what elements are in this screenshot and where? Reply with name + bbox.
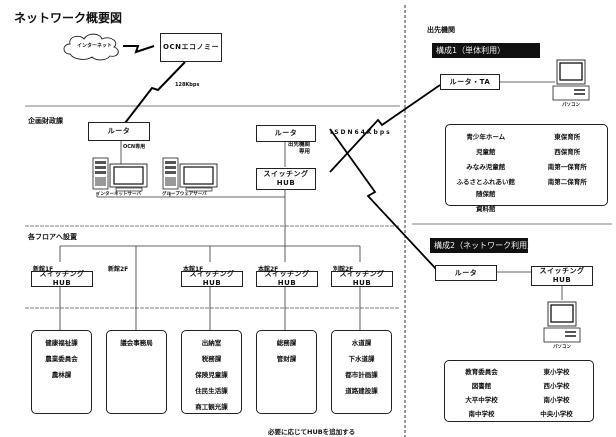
router-branch: ルータ [256,125,316,142]
internet-server-label: インターネットサーバ [96,192,141,197]
ocn-only-label: OCN専用 [123,144,146,150]
isdn-link-config2 [329,128,438,271]
sites-column-right: 東小学校 西小学校 南小学校 中央小学校 [540,368,573,418]
department-box: 出納室 税務課 保険児童課 住民生活課 商工観光課 [181,330,242,414]
config2-switching-hub: スイッチング HUB [531,266,593,286]
internet-cloud: インターネット [60,30,124,62]
sites-column-left: 教育委員会 図書館 大平中学校 南中学校 [465,368,498,418]
config2-router: ルータ [435,265,497,281]
department-box: 総務課 管財課 [256,330,317,414]
config1-sites-box: 青少年ホーム 児童館 みなみ児童館 ふるさとふれあい館 随保館 資料館 東保育所… [445,124,608,213]
page-title: ネットワーク概要図 [14,11,123,25]
department-box: 議会事務局 [106,330,167,414]
section-branch: 出先機関 [427,26,455,34]
config2-sites-box: 教育委員会 図書館 大平中学校 南中学校 東小学校 西小学校 南小学校 中央小学… [444,360,594,422]
cloud-icon [63,33,119,61]
floor-label: 新館2F [108,266,129,273]
groupware-server-label: グループウェアサーバ [162,192,207,197]
sites-column-left: 青少年ホーム 児童館 みなみ児童館 ふるさとふれあい館 随保館 資料館 [456,133,516,213]
floor-hub: スイッチング HUB [31,270,93,287]
footer-note: 必要に応じてHUBを追加する [268,428,356,436]
department-box: 水道課 下水道課 都市計画課 道路建設課 [331,330,392,414]
desktop-computer-icon [543,301,581,343]
section-floors: 各フロアへ設置 [28,233,77,241]
config2-pc-label: パソコン [553,345,571,350]
config1-pc-label: パソコン [562,103,580,108]
floor-label: 別館2F [333,266,354,273]
section-kikaku: 企画財政課 [28,117,63,125]
router-ocn: ルータ [88,122,150,141]
config1-pc: パソコン [551,58,591,110]
floor-hub: スイッチング HUB [181,270,243,287]
ocn-label: OCNエコノミー [163,43,219,52]
groupware-server: グループウェアサーバ [162,156,222,197]
link-speed-isdn: ISDN64Kbps [330,129,392,136]
config1-banner: 構成1（単体利用） [432,43,540,58]
config2-pc: パソコン [542,300,582,352]
department-box: 健康福祉課 農業委員会 農林課 [31,330,92,414]
floor-label: 新館1F [33,266,54,273]
floor-hub: スイッチング HUB [331,270,393,287]
isdn-link-config1 [329,84,441,173]
internet-link [123,45,155,54]
main-switching-hub: スイッチング HUB [256,168,316,190]
server-computer-icon [162,157,218,192]
ocn-box: OCNエコノミー [160,33,222,62]
link-128kbps [121,61,186,128]
floor-label: 本館2F [258,266,279,273]
server-computer-icon [92,157,148,192]
floor-label: 本館1F [183,266,204,273]
internet-server: インターネットサーバ [92,156,152,197]
branch-only-label: 出先機関 専用 [288,142,311,156]
internet-label: インターネット [77,43,113,49]
config1-router-ta: ルータ・TA [440,74,500,90]
floor-hub: スイッチング HUB [256,270,318,287]
config2-banner: 構成2（ネットワーク利用） [430,238,535,253]
sites-column-right: 東保育所 西保育所 南第一保育所 南第二保育所 [547,133,587,186]
desktop-computer-icon [552,59,590,101]
link-speed-128: 128Kbps [175,82,200,88]
